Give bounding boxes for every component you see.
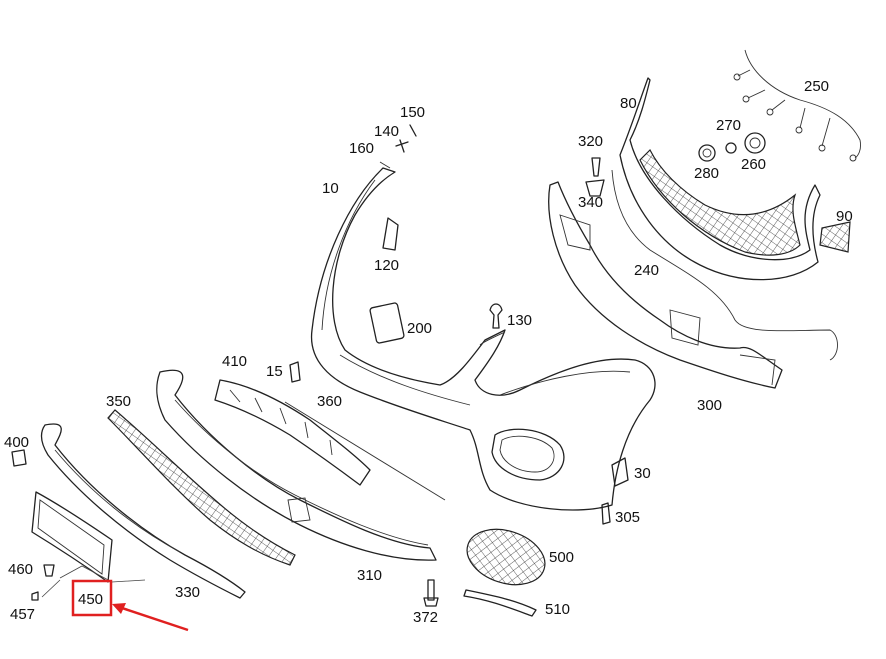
bumper-carrier-part [548, 181, 783, 389]
callout-label-90: 90 [836, 208, 853, 225]
callout-label-410: 410 [222, 353, 247, 370]
callout-label-460: 460 [8, 561, 33, 578]
callout-label-510: 510 [545, 601, 570, 618]
highlight-arrowhead-icon [112, 603, 126, 614]
spoiler-strip-part [11, 423, 246, 599]
callout-label-350: 350 [106, 393, 131, 410]
callout-label-300: 300 [697, 397, 722, 414]
callout-label-80: 80 [620, 95, 637, 112]
callout-label-400: 400 [4, 434, 29, 451]
callout-label-270: 270 [716, 117, 741, 134]
callout-label-250: 250 [804, 78, 829, 95]
callout-label-450: 450 [78, 591, 103, 608]
callout-label-260: 260 [741, 156, 766, 173]
callout-label-320: 320 [578, 133, 603, 150]
callout-label-310: 310 [357, 567, 382, 584]
lower-grille-part [107, 409, 296, 566]
lower-bumper-part [156, 369, 437, 561]
callout-label-130: 130 [507, 312, 532, 329]
callout-label-120: 120 [374, 257, 399, 274]
callout-label-160: 160 [349, 140, 374, 157]
highlight-arrow [115, 604, 189, 632]
side-bracket-parts [601, 457, 629, 525]
license-plate-bracket-part [31, 491, 146, 601]
callout-label-240: 240 [634, 262, 659, 279]
callout-label-457: 457 [10, 606, 35, 623]
callout-label-140: 140 [374, 123, 399, 140]
callout-label-500: 500 [549, 549, 574, 566]
wiring-harness-part [611, 49, 861, 361]
callout-label-330: 330 [175, 584, 200, 601]
small-fasteners-parts [289, 124, 605, 383]
callout-label-280: 280 [694, 165, 719, 182]
callout-label-30: 30 [634, 465, 651, 482]
highlight-box [71, 579, 113, 617]
callout-label-360: 360 [317, 393, 342, 410]
callout-label-340: 340 [578, 194, 603, 211]
callout-label-305: 305 [615, 509, 640, 526]
upper-grille-part [619, 77, 851, 281]
callout-label-15: 15 [266, 363, 283, 380]
callout-label-200: 200 [407, 320, 432, 337]
callout-label-372: 372 [413, 609, 438, 626]
callout-label-10: 10 [322, 180, 339, 197]
foglamp-grille-part [423, 528, 546, 617]
parking-sensor-parts [698, 132, 766, 162]
callout-label-150: 150 [400, 104, 425, 121]
bumper-cover-part [310, 167, 656, 511]
energy-absorber-parts [214, 379, 446, 501]
